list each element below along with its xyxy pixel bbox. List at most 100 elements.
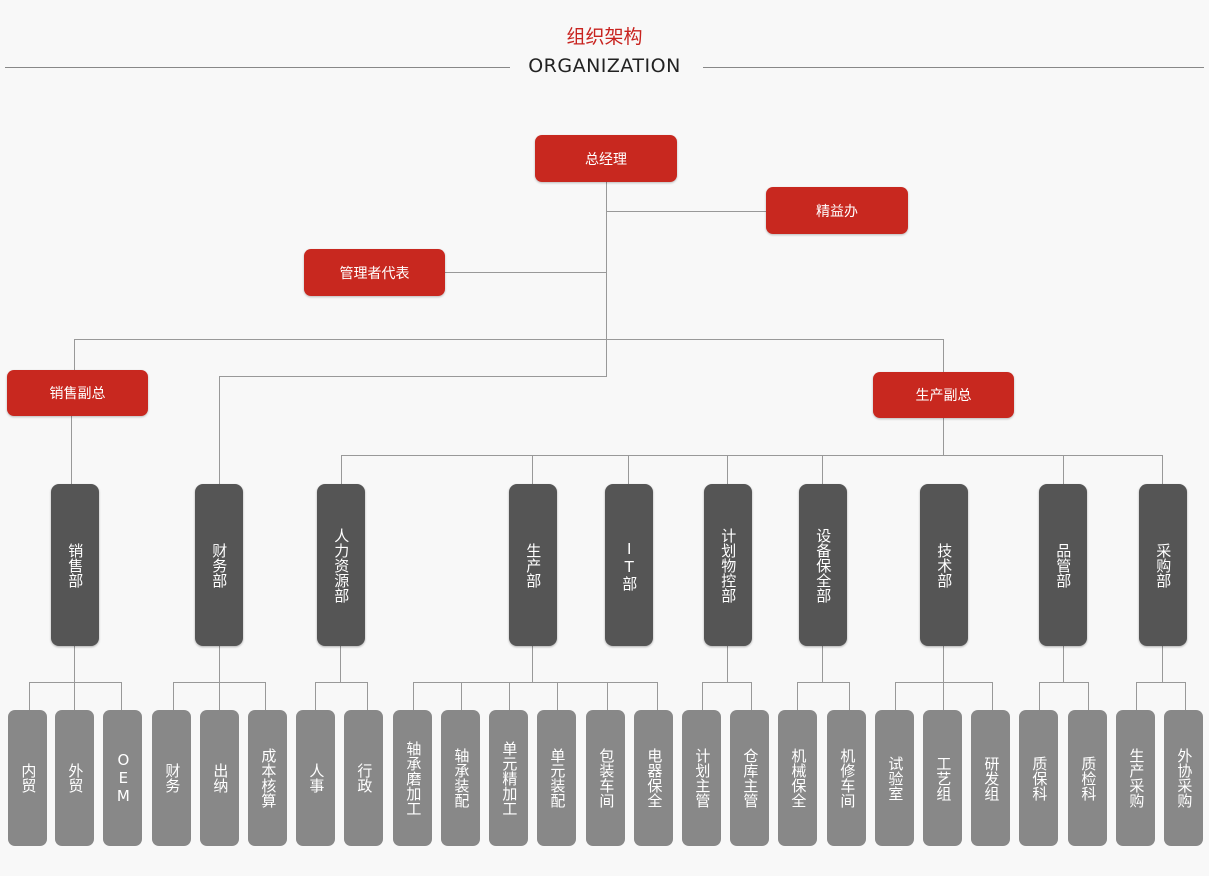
unit-box[interactable]: 行政 bbox=[344, 710, 383, 846]
connector bbox=[1063, 646, 1064, 682]
unit-box[interactable]: 财务 bbox=[152, 710, 191, 846]
unit-label: 财务 bbox=[163, 763, 182, 793]
connector bbox=[74, 682, 75, 710]
connector bbox=[367, 682, 368, 710]
unit-label: 行政 bbox=[355, 763, 374, 793]
connector bbox=[943, 339, 944, 372]
unit-box[interactable]: 人事 bbox=[296, 710, 335, 846]
department-label: 计划物控部 bbox=[719, 527, 738, 603]
department-box[interactable]: 财务部 bbox=[195, 484, 243, 646]
connector bbox=[1162, 646, 1163, 682]
connector bbox=[702, 682, 751, 683]
unit-box[interactable]: 出纳 bbox=[200, 710, 239, 846]
connector bbox=[1136, 682, 1185, 683]
department-box[interactable]: 采购部 bbox=[1139, 484, 1187, 646]
unit-box[interactable]: 单元装配 bbox=[537, 710, 576, 846]
connector bbox=[992, 682, 993, 710]
connector bbox=[606, 182, 607, 377]
unit-box[interactable]: 工艺组 bbox=[923, 710, 962, 846]
connector bbox=[121, 682, 122, 710]
connector bbox=[173, 682, 174, 710]
connector bbox=[71, 416, 72, 484]
connector bbox=[895, 682, 896, 710]
node-general-manager[interactable]: 总经理 bbox=[535, 135, 677, 182]
unit-label: 成本核算 bbox=[259, 748, 278, 808]
title-divider-right bbox=[703, 67, 1204, 68]
connector bbox=[702, 682, 703, 710]
connector bbox=[1136, 682, 1137, 710]
department-box[interactable]: IT部 bbox=[605, 484, 653, 646]
connector bbox=[1039, 682, 1088, 683]
node-sales-vp[interactable]: 销售副总 bbox=[7, 370, 148, 416]
unit-label: 研发组 bbox=[982, 755, 1001, 801]
unit-label: 内贸 bbox=[19, 763, 38, 793]
department-label: 生产部 bbox=[524, 542, 543, 588]
unit-label: 计划主管 bbox=[693, 748, 712, 808]
connector bbox=[265, 682, 266, 710]
department-box[interactable]: 技术部 bbox=[920, 484, 968, 646]
unit-label: 轴承磨加工 bbox=[404, 740, 423, 816]
unit-box[interactable]: 质保科 bbox=[1019, 710, 1058, 846]
connector bbox=[509, 682, 510, 710]
unit-label: 质检科 bbox=[1079, 755, 1098, 801]
connector bbox=[1039, 682, 1040, 710]
unit-box[interactable]: 单元精加工 bbox=[489, 710, 528, 846]
unit-box[interactable]: 质检科 bbox=[1068, 710, 1107, 846]
unit-label: 工艺组 bbox=[934, 755, 953, 801]
unit-box[interactable]: 机修车间 bbox=[827, 710, 866, 846]
connector bbox=[532, 455, 533, 484]
node-production-vp[interactable]: 生产副总 bbox=[873, 372, 1014, 418]
unit-label: 机修车间 bbox=[838, 748, 857, 808]
unit-label: 单元精加工 bbox=[500, 740, 519, 816]
node-lean-office[interactable]: 精益办 bbox=[766, 187, 908, 234]
connector bbox=[727, 455, 728, 484]
node-label: 精益办 bbox=[816, 203, 858, 220]
department-box[interactable]: 人力资源部 bbox=[317, 484, 365, 646]
department-label: 人力资源部 bbox=[332, 527, 351, 603]
department-box[interactable]: 计划物控部 bbox=[704, 484, 752, 646]
unit-box[interactable]: 外贸 bbox=[55, 710, 94, 846]
unit-box[interactable]: 生产采购 bbox=[1116, 710, 1155, 846]
unit-box[interactable]: 轴承磨加工 bbox=[393, 710, 432, 846]
connector bbox=[1088, 682, 1089, 710]
unit-label: 仓库主管 bbox=[741, 748, 760, 808]
unit-box[interactable]: 内贸 bbox=[8, 710, 47, 846]
unit-box[interactable]: 机械保全 bbox=[778, 710, 817, 846]
unit-label: 质保科 bbox=[1030, 755, 1049, 801]
unit-box[interactable]: 试验室 bbox=[875, 710, 914, 846]
department-box[interactable]: 生产部 bbox=[509, 484, 557, 646]
connector bbox=[74, 339, 75, 370]
connector bbox=[532, 646, 533, 682]
node-management-representative[interactable]: 管理者代表 bbox=[304, 249, 445, 296]
department-box[interactable]: 品管部 bbox=[1039, 484, 1087, 646]
connector bbox=[822, 455, 823, 484]
unit-box[interactable]: 成本核算 bbox=[248, 710, 287, 846]
connector bbox=[822, 646, 823, 682]
unit-label: 人事 bbox=[307, 763, 326, 793]
unit-box[interactable]: 研发组 bbox=[971, 710, 1010, 846]
connector bbox=[413, 682, 657, 683]
node-label: 生产副总 bbox=[915, 388, 972, 404]
unit-label: 生产采购 bbox=[1127, 748, 1146, 808]
department-label: 财务部 bbox=[210, 542, 229, 588]
unit-box[interactable]: 外协采购 bbox=[1164, 710, 1203, 846]
department-box[interactable]: 设备保全部 bbox=[799, 484, 847, 646]
unit-label: 试验室 bbox=[886, 755, 905, 801]
unit-box[interactable]: 电器保全 bbox=[634, 710, 673, 846]
unit-box[interactable]: 仓库主管 bbox=[730, 710, 769, 846]
unit-box[interactable]: 轴承装配 bbox=[441, 710, 480, 846]
page-subtitle: ORGANIZATION bbox=[528, 55, 681, 77]
connector bbox=[751, 682, 752, 710]
connector bbox=[607, 211, 767, 212]
connector bbox=[341, 455, 1163, 456]
node-label: 管理者代表 bbox=[339, 265, 410, 282]
unit-label: 外协采购 bbox=[1175, 748, 1194, 808]
department-box[interactable]: 销售部 bbox=[51, 484, 99, 646]
unit-label: 轴承装配 bbox=[452, 748, 471, 808]
connector bbox=[557, 682, 558, 710]
connector bbox=[29, 682, 30, 710]
unit-box[interactable]: 包装车间 bbox=[586, 710, 625, 846]
page-title: 组织架构 bbox=[566, 26, 643, 48]
unit-box[interactable]: 计划主管 bbox=[682, 710, 721, 846]
unit-box[interactable]: OEM bbox=[103, 710, 142, 846]
